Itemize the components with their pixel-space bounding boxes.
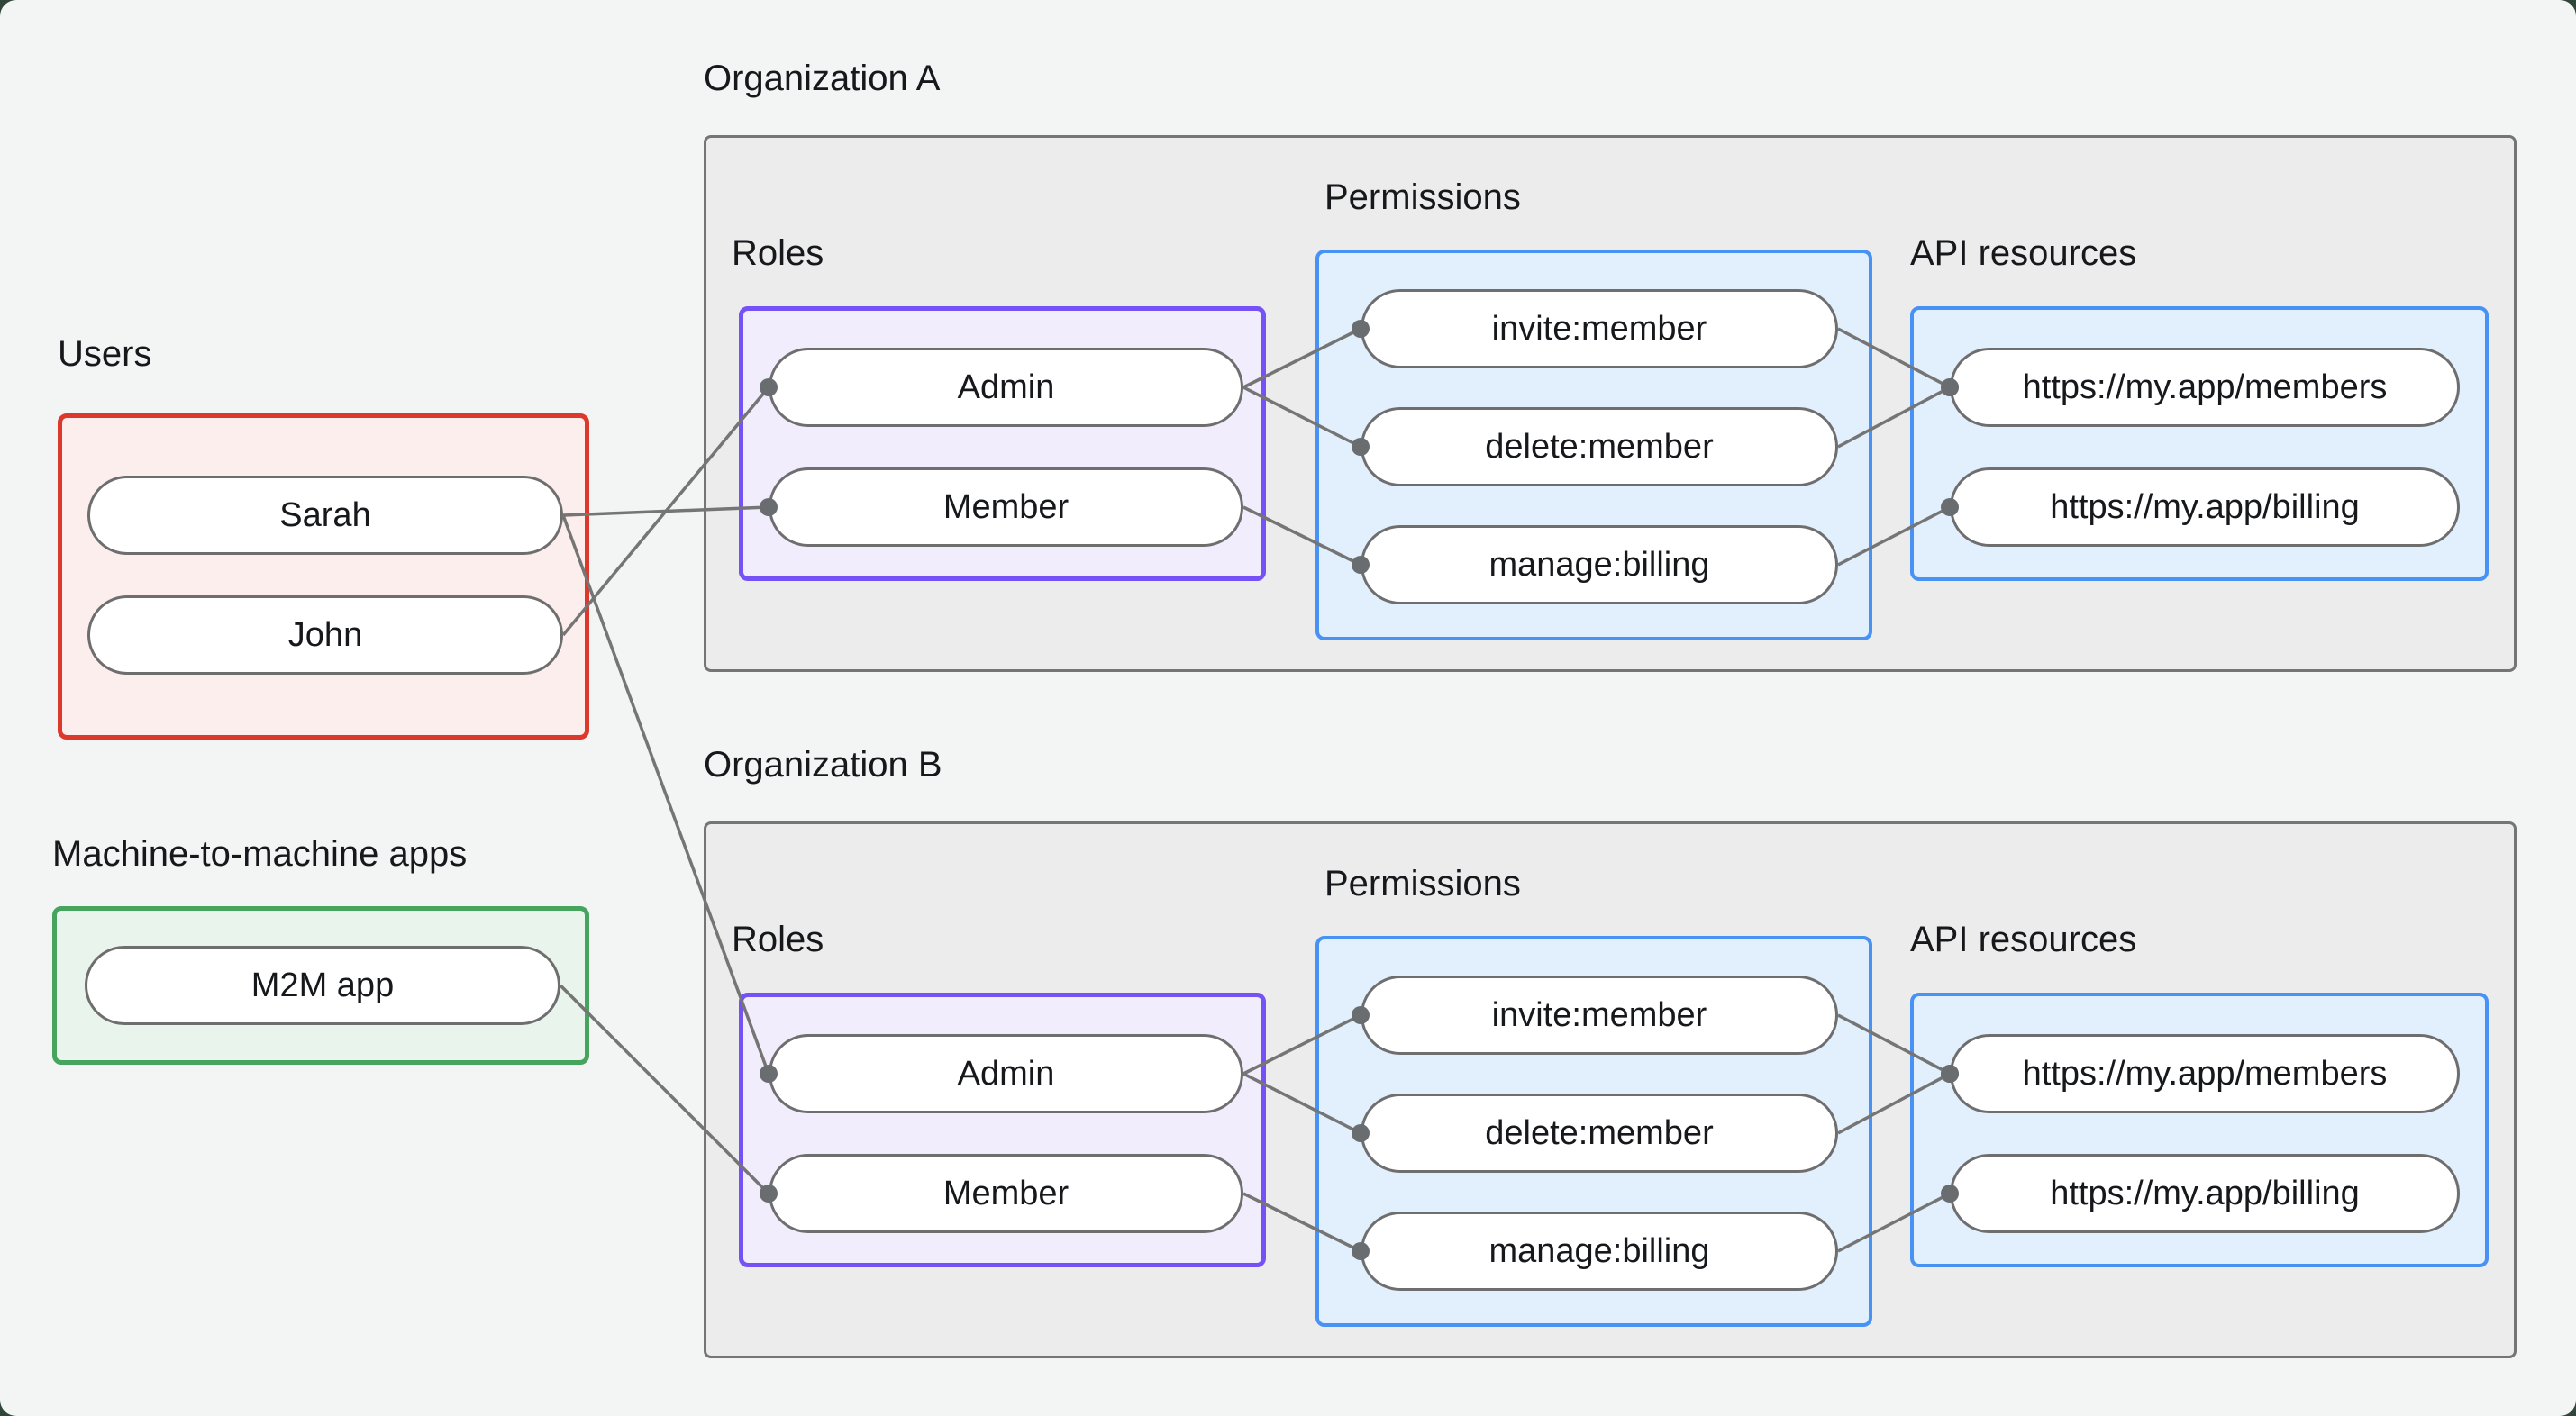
role-node-admin: Admin	[769, 348, 1243, 427]
api-node-members-endpoint: https://my.app/members	[1950, 1034, 2460, 1113]
permission-node-manage-billing: manage:billing	[1361, 525, 1838, 604]
roles-label: Roles	[732, 920, 824, 959]
permission-node-delete-member: delete:member	[1361, 1094, 1838, 1173]
permissions-label: Permissions	[1324, 177, 1521, 217]
permission-node-invite-member: invite:member	[1361, 976, 1838, 1055]
role-node-admin: Admin	[769, 1034, 1243, 1113]
permission-node-delete-member: delete:member	[1361, 407, 1838, 486]
m2m-app-node: M2M app	[85, 946, 560, 1025]
api-node-billing-endpoint: https://my.app/billing	[1950, 467, 2460, 547]
organization-a-title: Organization A	[704, 59, 941, 98]
api-node-members-endpoint: https://my.app/members	[1950, 348, 2460, 427]
permission-node-manage-billing: manage:billing	[1361, 1212, 1838, 1291]
permissions-label: Permissions	[1324, 864, 1521, 903]
api-resources-label: API resources	[1910, 920, 2137, 959]
permission-node-invite-member: invite:member	[1361, 289, 1838, 368]
user-node-john: John	[87, 595, 563, 675]
m2m-section-label: Machine-to-machine apps	[52, 834, 468, 874]
users-group-box	[58, 413, 589, 740]
user-node-sarah: Sarah	[87, 476, 563, 555]
roles-label: Roles	[732, 233, 824, 273]
organization-b-block: Organization B Roles Admin Member Permis…	[0, 686, 2576, 1398]
organization-b-title: Organization B	[704, 745, 942, 785]
role-node-member: Member	[769, 467, 1243, 547]
role-node-member: Member	[769, 1154, 1243, 1233]
users-section-label: Users	[58, 334, 152, 374]
api-node-billing-endpoint: https://my.app/billing	[1950, 1154, 2460, 1233]
api-resources-label: API resources	[1910, 233, 2137, 273]
organization-a-block: Organization A Roles Admin Member Permis…	[704, 59, 2517, 672]
